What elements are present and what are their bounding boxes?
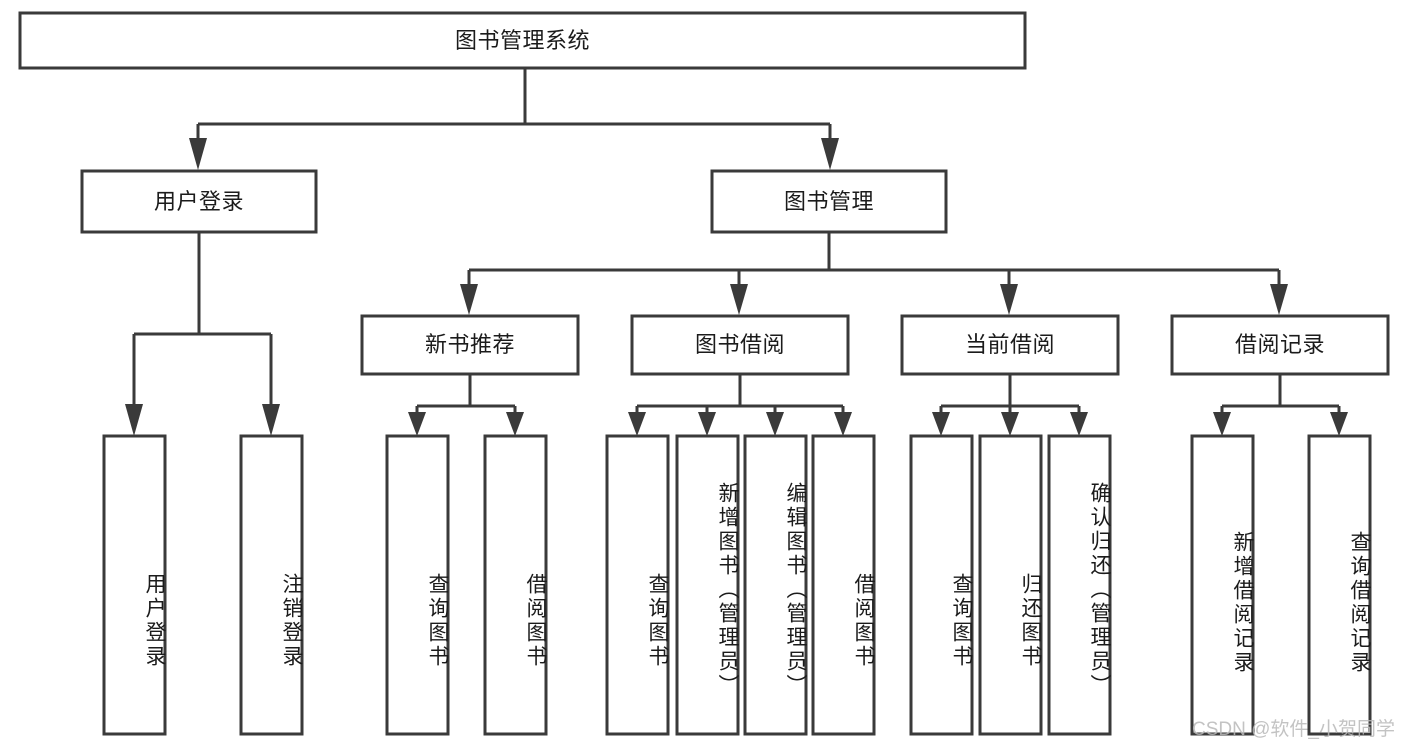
arrowhead-book-management (821, 138, 839, 170)
node-leaf-borrow-book-2-box[interactable] (811, 434, 876, 736)
node-leaf-add-record-box[interactable] (1190, 434, 1255, 736)
arrowhead-leaf-query-record (1330, 412, 1348, 436)
arrowhead-leaf-logout-login (262, 404, 280, 436)
node-current-borrow-box[interactable] (900, 314, 1120, 376)
arrowhead-current-borrow (1000, 284, 1018, 315)
arrowhead-leaf-edit-book (766, 412, 784, 436)
arrowhead-book-borrow (730, 284, 748, 315)
arrowhead-leaf-return-book (1001, 412, 1019, 436)
node-root-box[interactable] (18, 11, 1027, 70)
node-leaf-query-book-2-box[interactable] (605, 434, 670, 736)
arrowhead-leaf-borrow-book-2 (834, 412, 852, 436)
node-leaf-confirm-return-box[interactable] (1047, 434, 1112, 736)
arrowhead-leaf-add-record (1213, 412, 1231, 436)
arrowhead-borrow-record (1270, 284, 1288, 315)
arrowhead-leaf-add-book (698, 412, 716, 436)
node-leaf-user-login-box[interactable] (102, 434, 167, 736)
arrowhead-leaf-user-login (125, 404, 143, 436)
node-leaf-logout-login-box[interactable] (239, 434, 304, 736)
node-book-management-box[interactable] (710, 169, 948, 234)
node-new-book-recommend-box[interactable] (360, 314, 580, 376)
arrowhead-new-book-recommend (460, 284, 478, 315)
arrowhead-leaf-query-book-2 (628, 412, 646, 436)
node-borrow-record-box[interactable] (1170, 314, 1390, 376)
csdn-watermark: CSDN @软件_小贺同学 (1192, 719, 1395, 740)
node-leaf-edit-book-box[interactable] (743, 434, 808, 736)
arrowhead-leaf-query-book-1 (408, 412, 426, 436)
node-user-login-box[interactable] (80, 169, 318, 234)
node-leaf-add-book-box[interactable] (675, 434, 740, 736)
node-leaf-query-record-box[interactable] (1307, 434, 1372, 736)
arrowhead-user-login (189, 138, 207, 170)
node-leaf-query-book-1-box[interactable] (385, 434, 450, 736)
node-book-borrow-box[interactable] (630, 314, 850, 376)
arrowhead-leaf-confirm-return (1070, 412, 1088, 436)
node-leaf-return-book-box[interactable] (978, 434, 1043, 736)
arrowhead-leaf-borrow-book-1 (506, 412, 524, 436)
node-leaf-query-book-3-box[interactable] (909, 434, 974, 736)
arrowhead-leaf-query-book-3 (932, 412, 950, 436)
node-leaf-borrow-book-1-box[interactable] (483, 434, 548, 736)
